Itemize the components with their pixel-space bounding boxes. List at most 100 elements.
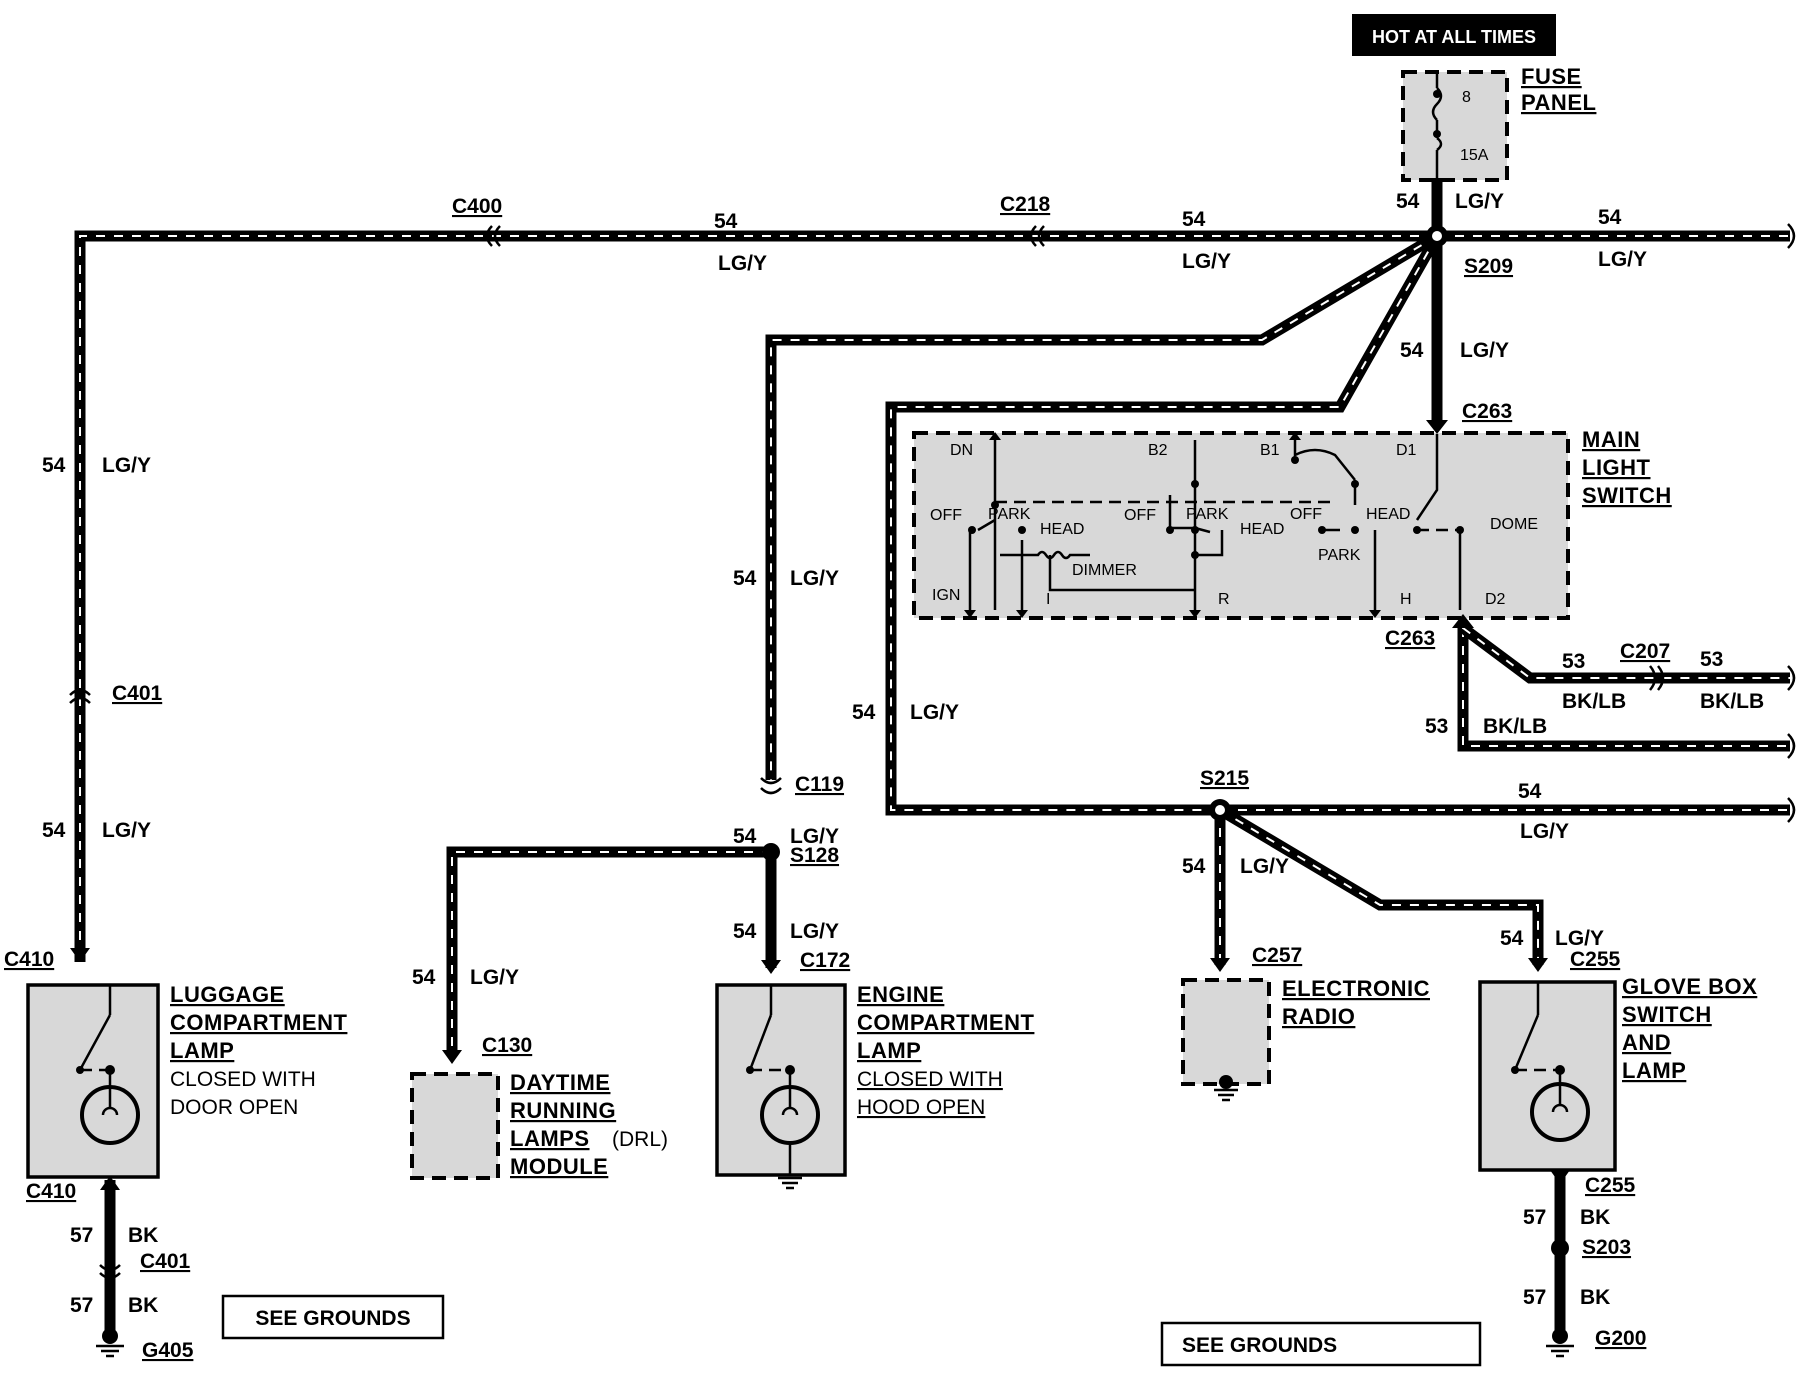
svg-text:LG/Y: LG/Y bbox=[718, 252, 767, 275]
engine-note-2: HOOD OPEN bbox=[857, 1096, 985, 1119]
c130-label: C130 bbox=[482, 1034, 532, 1057]
c263-top-label: C263 bbox=[1462, 400, 1512, 423]
svg-text:BK: BK bbox=[1580, 1286, 1610, 1309]
svg-text:54: 54 bbox=[733, 825, 757, 848]
svg-text:54: 54 bbox=[1518, 780, 1542, 803]
luggage-title-2: COMPARTMENT bbox=[170, 1010, 347, 1035]
svg-text:BK: BK bbox=[1580, 1206, 1610, 1229]
c255-bottom-label: C255 bbox=[1585, 1174, 1636, 1197]
svg-text:LG/Y: LG/Y bbox=[1240, 855, 1289, 878]
terminal-ign: IGN bbox=[932, 587, 960, 604]
main-light-switch-title-1: MAIN bbox=[1582, 427, 1640, 452]
svg-text:SEE GROUNDS: SEE GROUNDS bbox=[255, 1307, 410, 1330]
terminal-i: I bbox=[1046, 591, 1050, 608]
luggage-title-1: LUGGAGE bbox=[170, 982, 285, 1007]
drl-suffix: (DRL) bbox=[612, 1128, 668, 1151]
pos-off-3: OFF bbox=[1290, 506, 1322, 523]
svg-text:HOT AT ALL TIMES: HOT AT ALL TIMES bbox=[1372, 27, 1536, 47]
drl-title-1: DAYTIME bbox=[510, 1070, 610, 1095]
svg-text:54: 54 bbox=[42, 819, 66, 842]
splice-points bbox=[762, 225, 1569, 1257]
svg-text:57: 57 bbox=[1523, 1206, 1546, 1229]
ground-symbols bbox=[96, 1075, 1574, 1358]
svg-text:54: 54 bbox=[42, 454, 66, 477]
pos-head-3: HEAD bbox=[1366, 506, 1410, 523]
svg-text:54: 54 bbox=[714, 210, 738, 233]
fuse-panel-title-1: FUSE bbox=[1521, 64, 1582, 89]
c218-label: C218 bbox=[1000, 193, 1051, 216]
terminal-b1: B1 bbox=[1260, 442, 1280, 459]
drl-module: DAYTIME RUNNING LAMPS (DRL) MODULE bbox=[410, 1050, 668, 1180]
svg-text:54: 54 bbox=[1500, 927, 1524, 950]
pos-dimmer: DIMMER bbox=[1072, 562, 1137, 579]
fuse-number: 8 bbox=[1462, 89, 1471, 106]
svg-text:57: 57 bbox=[1523, 1286, 1546, 1309]
svg-text:54: 54 bbox=[1396, 190, 1420, 213]
drl-title-3: LAMPS bbox=[510, 1126, 590, 1151]
terminal-dn: DN bbox=[950, 442, 973, 459]
pos-head-1: HEAD bbox=[1040, 521, 1084, 538]
svg-text:54: 54 bbox=[733, 920, 757, 943]
svg-text:53: 53 bbox=[1700, 648, 1723, 671]
svg-text:LG/Y: LG/Y bbox=[790, 920, 839, 943]
wire-network bbox=[74, 178, 1790, 1340]
wire-continuation-marks bbox=[1787, 223, 1796, 823]
svg-text:BK/LB: BK/LB bbox=[1483, 715, 1547, 738]
svg-text:53: 53 bbox=[1425, 715, 1448, 738]
terminal-h: H bbox=[1400, 591, 1412, 608]
wire-labels: 54 LG/Y 54 LG/Y 54 LG/Y 54 LG/Y 54 LG/Y … bbox=[42, 190, 1764, 1317]
c410-bottom-label: C410 bbox=[26, 1180, 76, 1203]
svg-text:SEE GROUNDS: SEE GROUNDS bbox=[1182, 1334, 1337, 1357]
drl-title-4: MODULE bbox=[510, 1154, 608, 1179]
glovebox-title-1: GLOVE BOX bbox=[1622, 974, 1757, 999]
pos-off-2: OFF bbox=[1124, 507, 1156, 524]
c172-label: C172 bbox=[800, 949, 850, 972]
svg-text:LG/Y: LG/Y bbox=[790, 825, 839, 848]
pos-off-1: OFF bbox=[930, 507, 962, 524]
pos-park-1: PARK bbox=[988, 506, 1031, 523]
c401-top-label: C401 bbox=[112, 682, 163, 705]
s128-label: S128 bbox=[790, 844, 839, 867]
c263-bottom-label: C263 bbox=[1385, 627, 1435, 650]
svg-text:BK/LB: BK/LB bbox=[1700, 690, 1764, 713]
c207-label: C207 bbox=[1620, 640, 1670, 663]
pos-park-2: PARK bbox=[1186, 506, 1229, 523]
pos-park-3: PARK bbox=[1318, 547, 1361, 564]
svg-text:LG/Y: LG/Y bbox=[1455, 190, 1504, 213]
svg-text:54: 54 bbox=[852, 701, 876, 724]
svg-text:LG/Y: LG/Y bbox=[1182, 250, 1231, 273]
c257-label: C257 bbox=[1252, 944, 1302, 967]
svg-text:54: 54 bbox=[1598, 206, 1622, 229]
c401-bottom-label: C401 bbox=[140, 1250, 191, 1273]
svg-text:BK/LB: BK/LB bbox=[1562, 690, 1626, 713]
electronic-radio: ELECTRONIC RADIO bbox=[1181, 958, 1430, 1086]
glovebox-title-3: AND bbox=[1622, 1030, 1671, 1055]
glovebox-title-4: LAMP bbox=[1622, 1058, 1686, 1083]
svg-text:LG/Y: LG/Y bbox=[910, 701, 959, 724]
hot-at-all-times-label: HOT AT ALL TIMES bbox=[1352, 14, 1556, 56]
fuse-panel-title-2: PANEL bbox=[1521, 90, 1596, 115]
terminal-d2: D2 bbox=[1485, 591, 1506, 608]
g200-label: G200 bbox=[1595, 1327, 1646, 1350]
svg-text:BK: BK bbox=[128, 1224, 158, 1247]
engine-title-3: LAMP bbox=[857, 1038, 921, 1063]
main-light-switch-title-3: SWITCH bbox=[1582, 483, 1672, 508]
svg-text:54: 54 bbox=[1400, 339, 1424, 362]
engine-title-2: COMPARTMENT bbox=[857, 1010, 1034, 1035]
svg-text:BK: BK bbox=[128, 1294, 158, 1317]
s203-label: S203 bbox=[1582, 1236, 1631, 1259]
svg-text:LG/Y: LG/Y bbox=[1598, 248, 1647, 271]
svg-text:LG/Y: LG/Y bbox=[1555, 927, 1604, 950]
svg-text:LG/Y: LG/Y bbox=[1460, 339, 1509, 362]
see-grounds-box-right: SEE GROUNDS bbox=[1160, 1321, 1482, 1367]
terminal-d1: D1 bbox=[1396, 442, 1417, 459]
svg-text:54: 54 bbox=[1182, 855, 1206, 878]
svg-text:54: 54 bbox=[1182, 208, 1206, 231]
svg-text:54: 54 bbox=[412, 966, 436, 989]
fuse-rating: 15A bbox=[1460, 147, 1489, 164]
engine-note-1: CLOSED WITH bbox=[857, 1068, 1003, 1091]
s215-label: S215 bbox=[1200, 767, 1249, 790]
connector-symbols bbox=[69, 225, 1665, 1280]
glovebox-title-2: SWITCH bbox=[1622, 1002, 1712, 1027]
